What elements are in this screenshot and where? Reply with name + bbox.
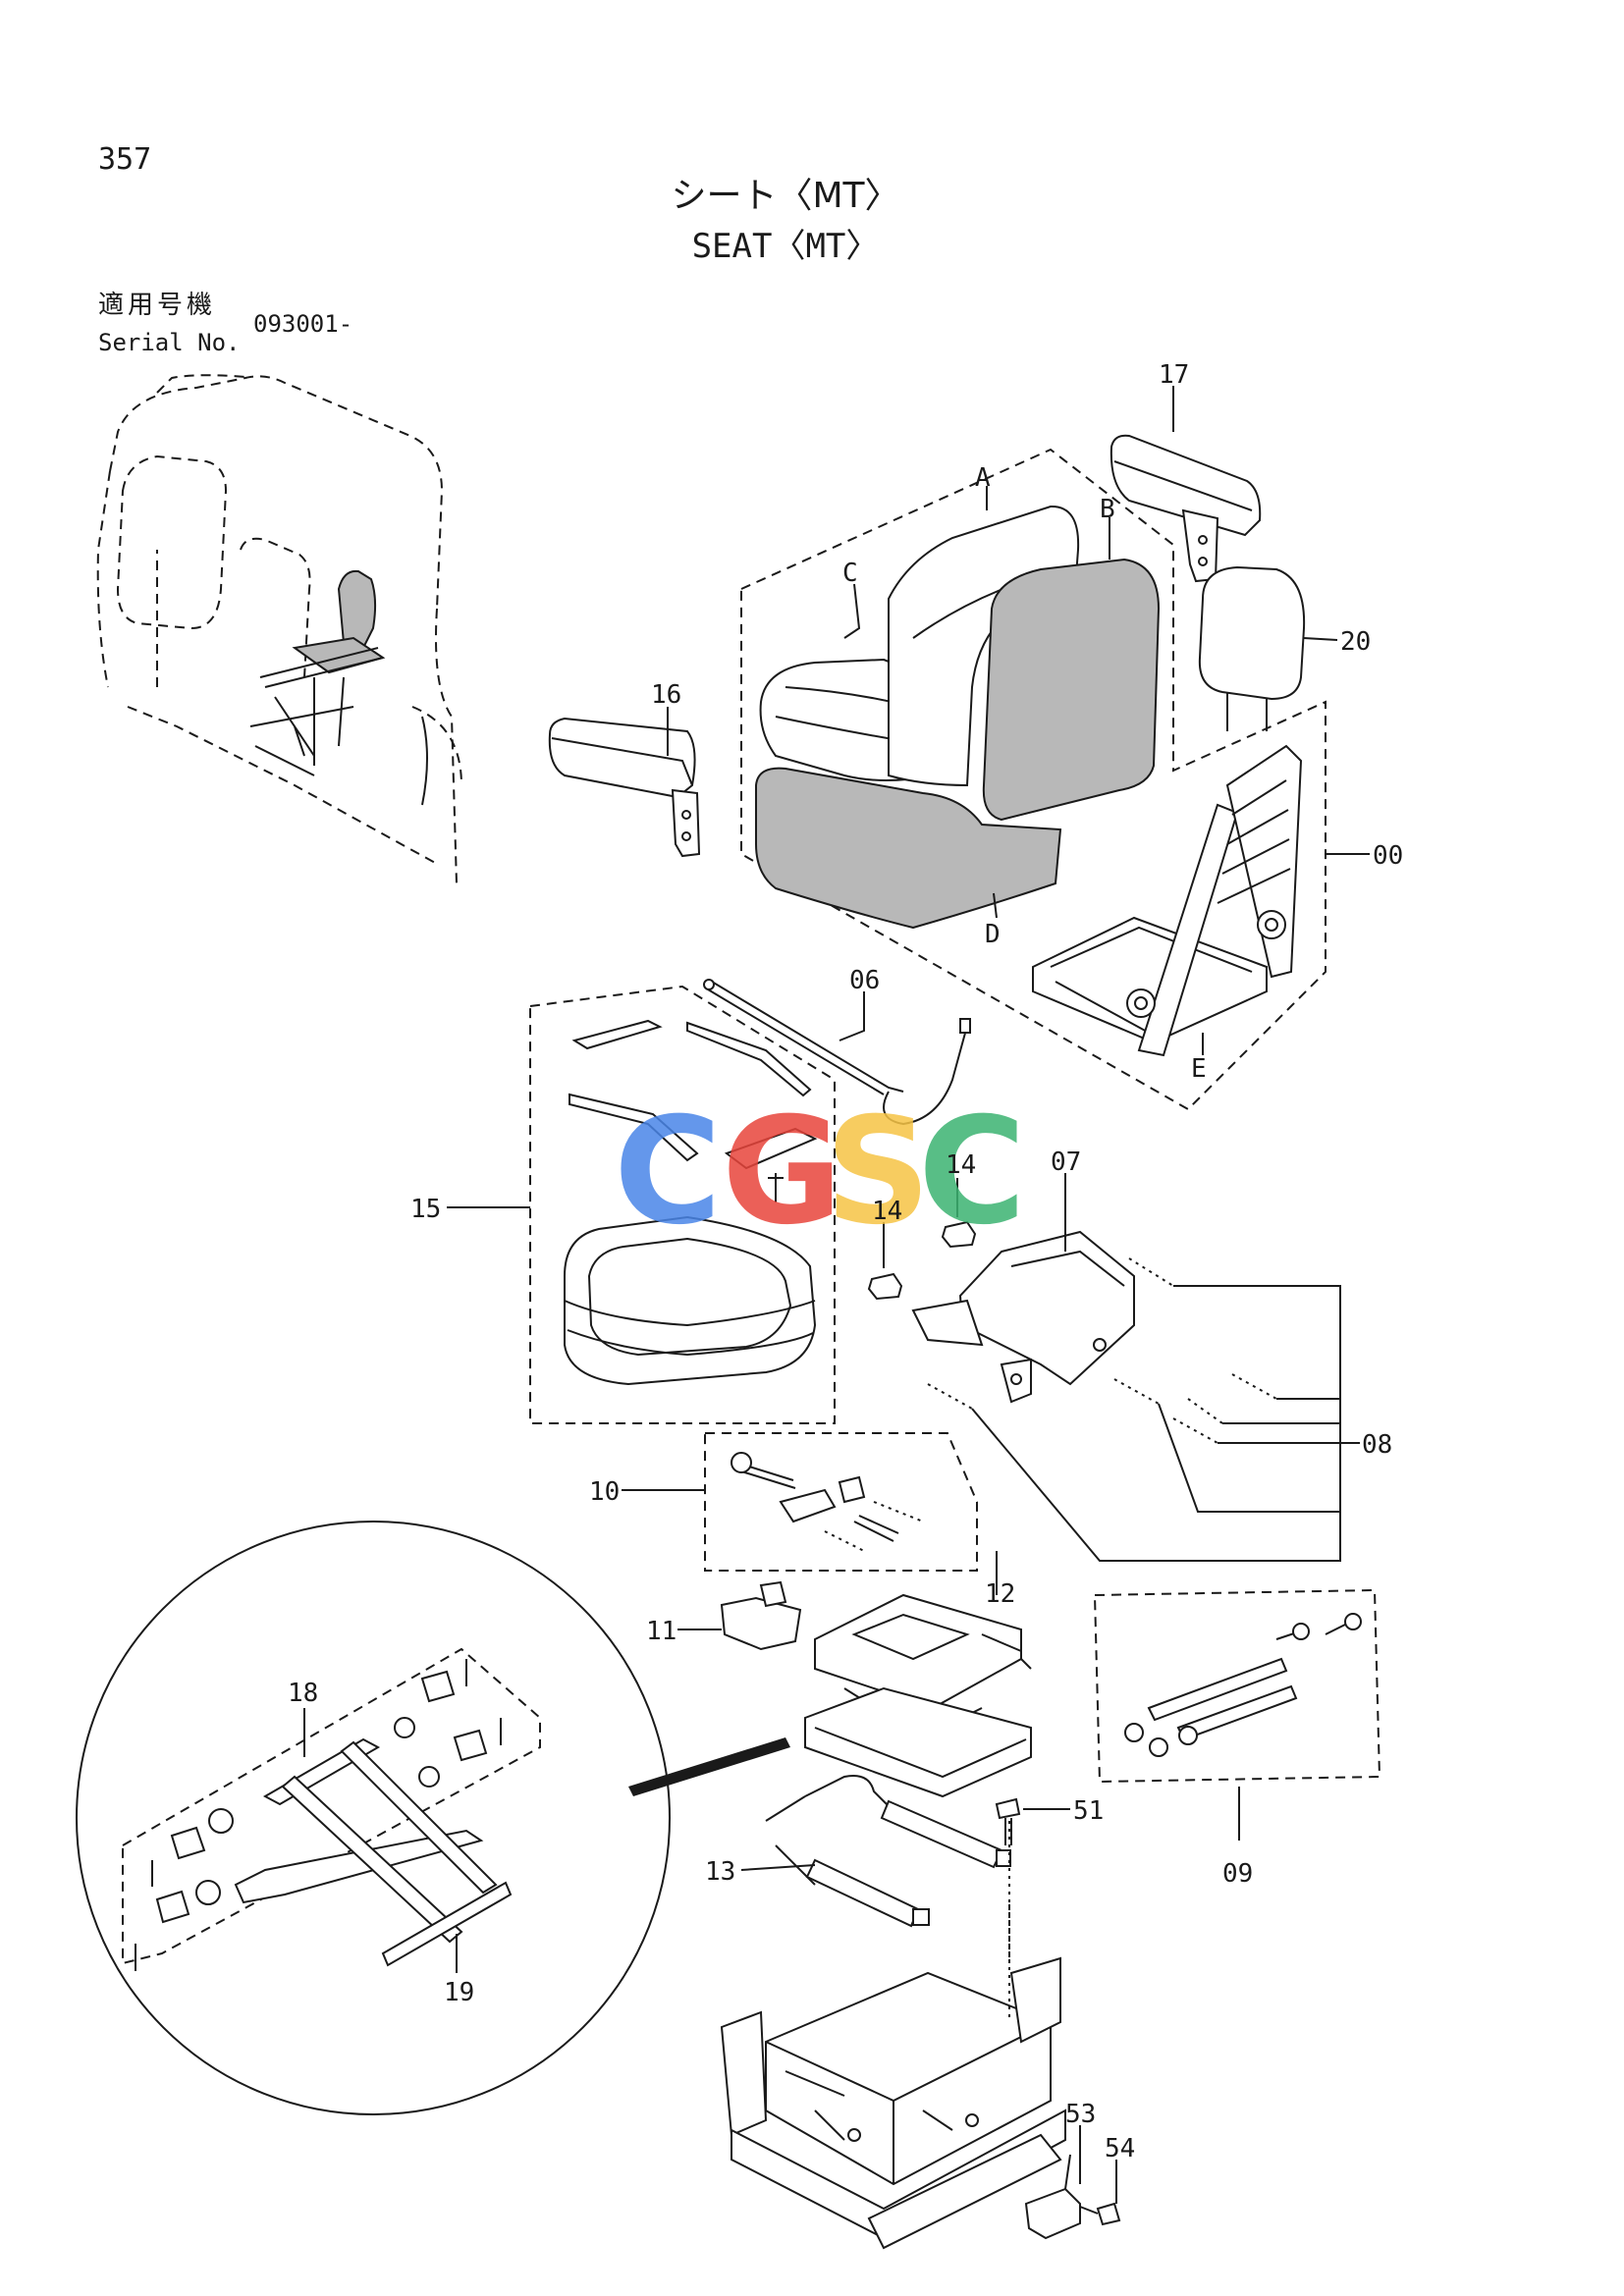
shock-absorber-kit — [1093, 1588, 1381, 1784]
watermark-letter-g: G — [722, 1087, 842, 1257]
callout-12: 12 — [985, 1579, 1015, 1609]
callout-d: D — [985, 920, 1001, 949]
callout-53: 53 — [1065, 2100, 1096, 2129]
suspension-unit — [804, 1593, 1032, 1798]
cab-overview-illustration — [96, 374, 462, 884]
callout-51: 51 — [1073, 1796, 1104, 1826]
serial-label-english: Serial No. — [98, 329, 241, 356]
serial-number-value: 093001- — [253, 310, 353, 338]
detail-magnifier-circle — [76, 1521, 790, 2115]
callout-09: 09 — [1222, 1859, 1253, 1889]
callout-00: 00 — [1373, 841, 1403, 871]
callout-c: C — [842, 559, 858, 588]
title-english: SEAT〈MT〉 — [691, 227, 880, 266]
callout-11: 11 — [646, 1617, 677, 1646]
lift-handle — [765, 1775, 1011, 1928]
seat-switch — [720, 1580, 802, 1651]
callout-17: 17 — [1159, 360, 1189, 390]
callout-16: 16 — [651, 680, 681, 710]
suspension-bracket — [911, 1230, 1135, 1404]
rubber-stopper-blocks — [867, 1220, 977, 1301]
callout-19: 19 — [444, 1978, 474, 2007]
callout-10: 10 — [589, 1477, 620, 1507]
armrest-right — [1110, 434, 1262, 583]
seat-assembly-group — [740, 448, 1326, 1111]
callout-54: 54 — [1105, 2134, 1135, 2163]
serial-label-japanese: 適用号機 — [98, 291, 217, 320]
callout-15: 15 — [410, 1195, 441, 1224]
callout-labels: A B C D E 00 06 07 08 09 10 11 12 13 14 … — [288, 360, 1403, 2163]
bracket-53-and-bolt-54 — [1024, 2154, 1121, 2240]
seat-lever — [703, 979, 971, 1126]
watermark-logo: C G S C — [614, 1087, 1026, 1257]
seat-slide-group — [529, 985, 836, 1424]
watermark-letter-c1: C — [614, 1087, 722, 1257]
bolt-51 — [995, 1797, 1021, 1845]
armrest-left — [548, 717, 701, 858]
headrest — [1198, 565, 1306, 731]
bolt-and-spring-kit — [704, 1432, 978, 1572]
title-japanese: シート〈MT〉 — [671, 176, 900, 216]
callout-07: 07 — [1051, 1148, 1081, 1177]
callout-14-upper: 14 — [946, 1150, 976, 1180]
callout-08: 08 — [1362, 1430, 1392, 1460]
springs — [927, 1257, 1277, 1444]
callout-20: 20 — [1340, 627, 1371, 657]
watermark-letter-c2: C — [918, 1087, 1026, 1257]
callout-06: 06 — [849, 966, 880, 995]
page-number: 357 — [98, 142, 152, 177]
leader-lines — [303, 386, 1370, 2204]
callout-14-lower: 14 — [872, 1197, 902, 1226]
watermark-letter-s: S — [825, 1087, 931, 1257]
callout-13: 13 — [705, 1857, 735, 1887]
callout-e: E — [1191, 1054, 1207, 1084]
callout-a: A — [975, 463, 991, 493]
callout-b: B — [1100, 495, 1115, 524]
callout-18: 18 — [288, 1679, 318, 1708]
seat-base-frame — [720, 1821, 1066, 2250]
